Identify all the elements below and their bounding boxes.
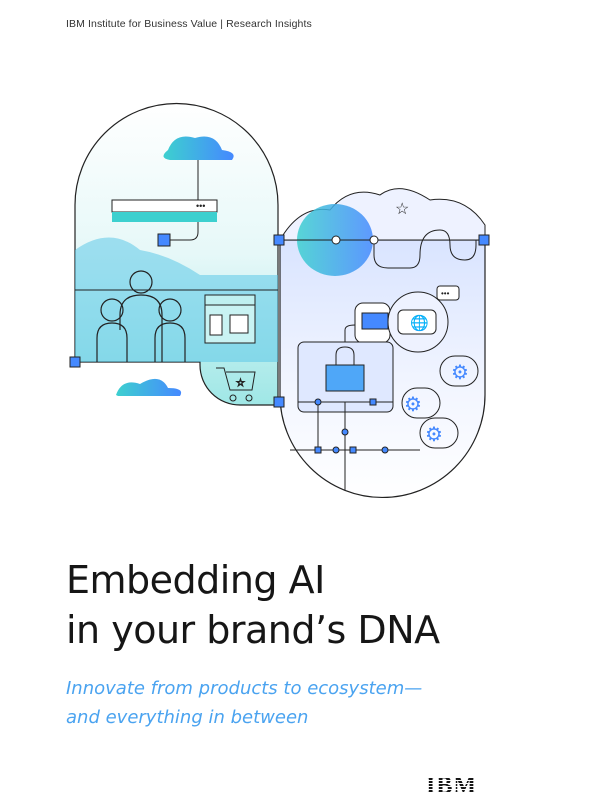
subtitle-line-2: and everything in between — [66, 707, 309, 728]
people-icon — [96, 270, 186, 362]
svg-text:•••: ••• — [196, 201, 205, 211]
ibm-logo: IBM — [426, 773, 477, 796]
publication-header: IBM Institute for Business Value | Resea… — [66, 18, 312, 30]
star-icon: ☆ — [395, 201, 409, 218]
cloud-icon — [163, 136, 234, 160]
cover-illustration: ••• ☆ ☆ — [69, 102, 490, 499]
subtitle-line-1: Innovate from products to ecosystem— — [66, 678, 423, 699]
svg-text:•••: ••• — [441, 289, 450, 298]
document-subtitle: Innovate from products to ecosystem— and… — [66, 674, 422, 732]
svg-text:⚙: ⚙ — [425, 424, 443, 446]
title-line-2: in your brand’s DNA — [66, 608, 440, 652]
chat-bubbles-icon: 🌐 ••• — [354, 285, 460, 353]
cloud-icon — [116, 378, 182, 396]
svg-text:☆: ☆ — [236, 378, 245, 389]
title-line-1: Embedding AI — [66, 558, 325, 602]
shopping-cart-icon: ☆ — [216, 367, 256, 402]
storefront-icon — [204, 294, 256, 344]
left-capsule: ••• ☆ — [69, 102, 279, 406]
svg-text:⚙: ⚙ — [451, 362, 469, 384]
svg-text:⚙: ⚙ — [404, 394, 422, 416]
globe-icon: 🌐 — [410, 314, 429, 332]
gear-icons: ⚙ ⚙ ⚙ — [401, 355, 479, 449]
svg-text:IBM: IBM — [426, 773, 477, 796]
right-capsule: ☆ 🌐 ••• ⚙ ⚙ ⚙ — [273, 188, 490, 499]
document-title: Embedding AI in your brand’s DNA — [66, 555, 440, 655]
